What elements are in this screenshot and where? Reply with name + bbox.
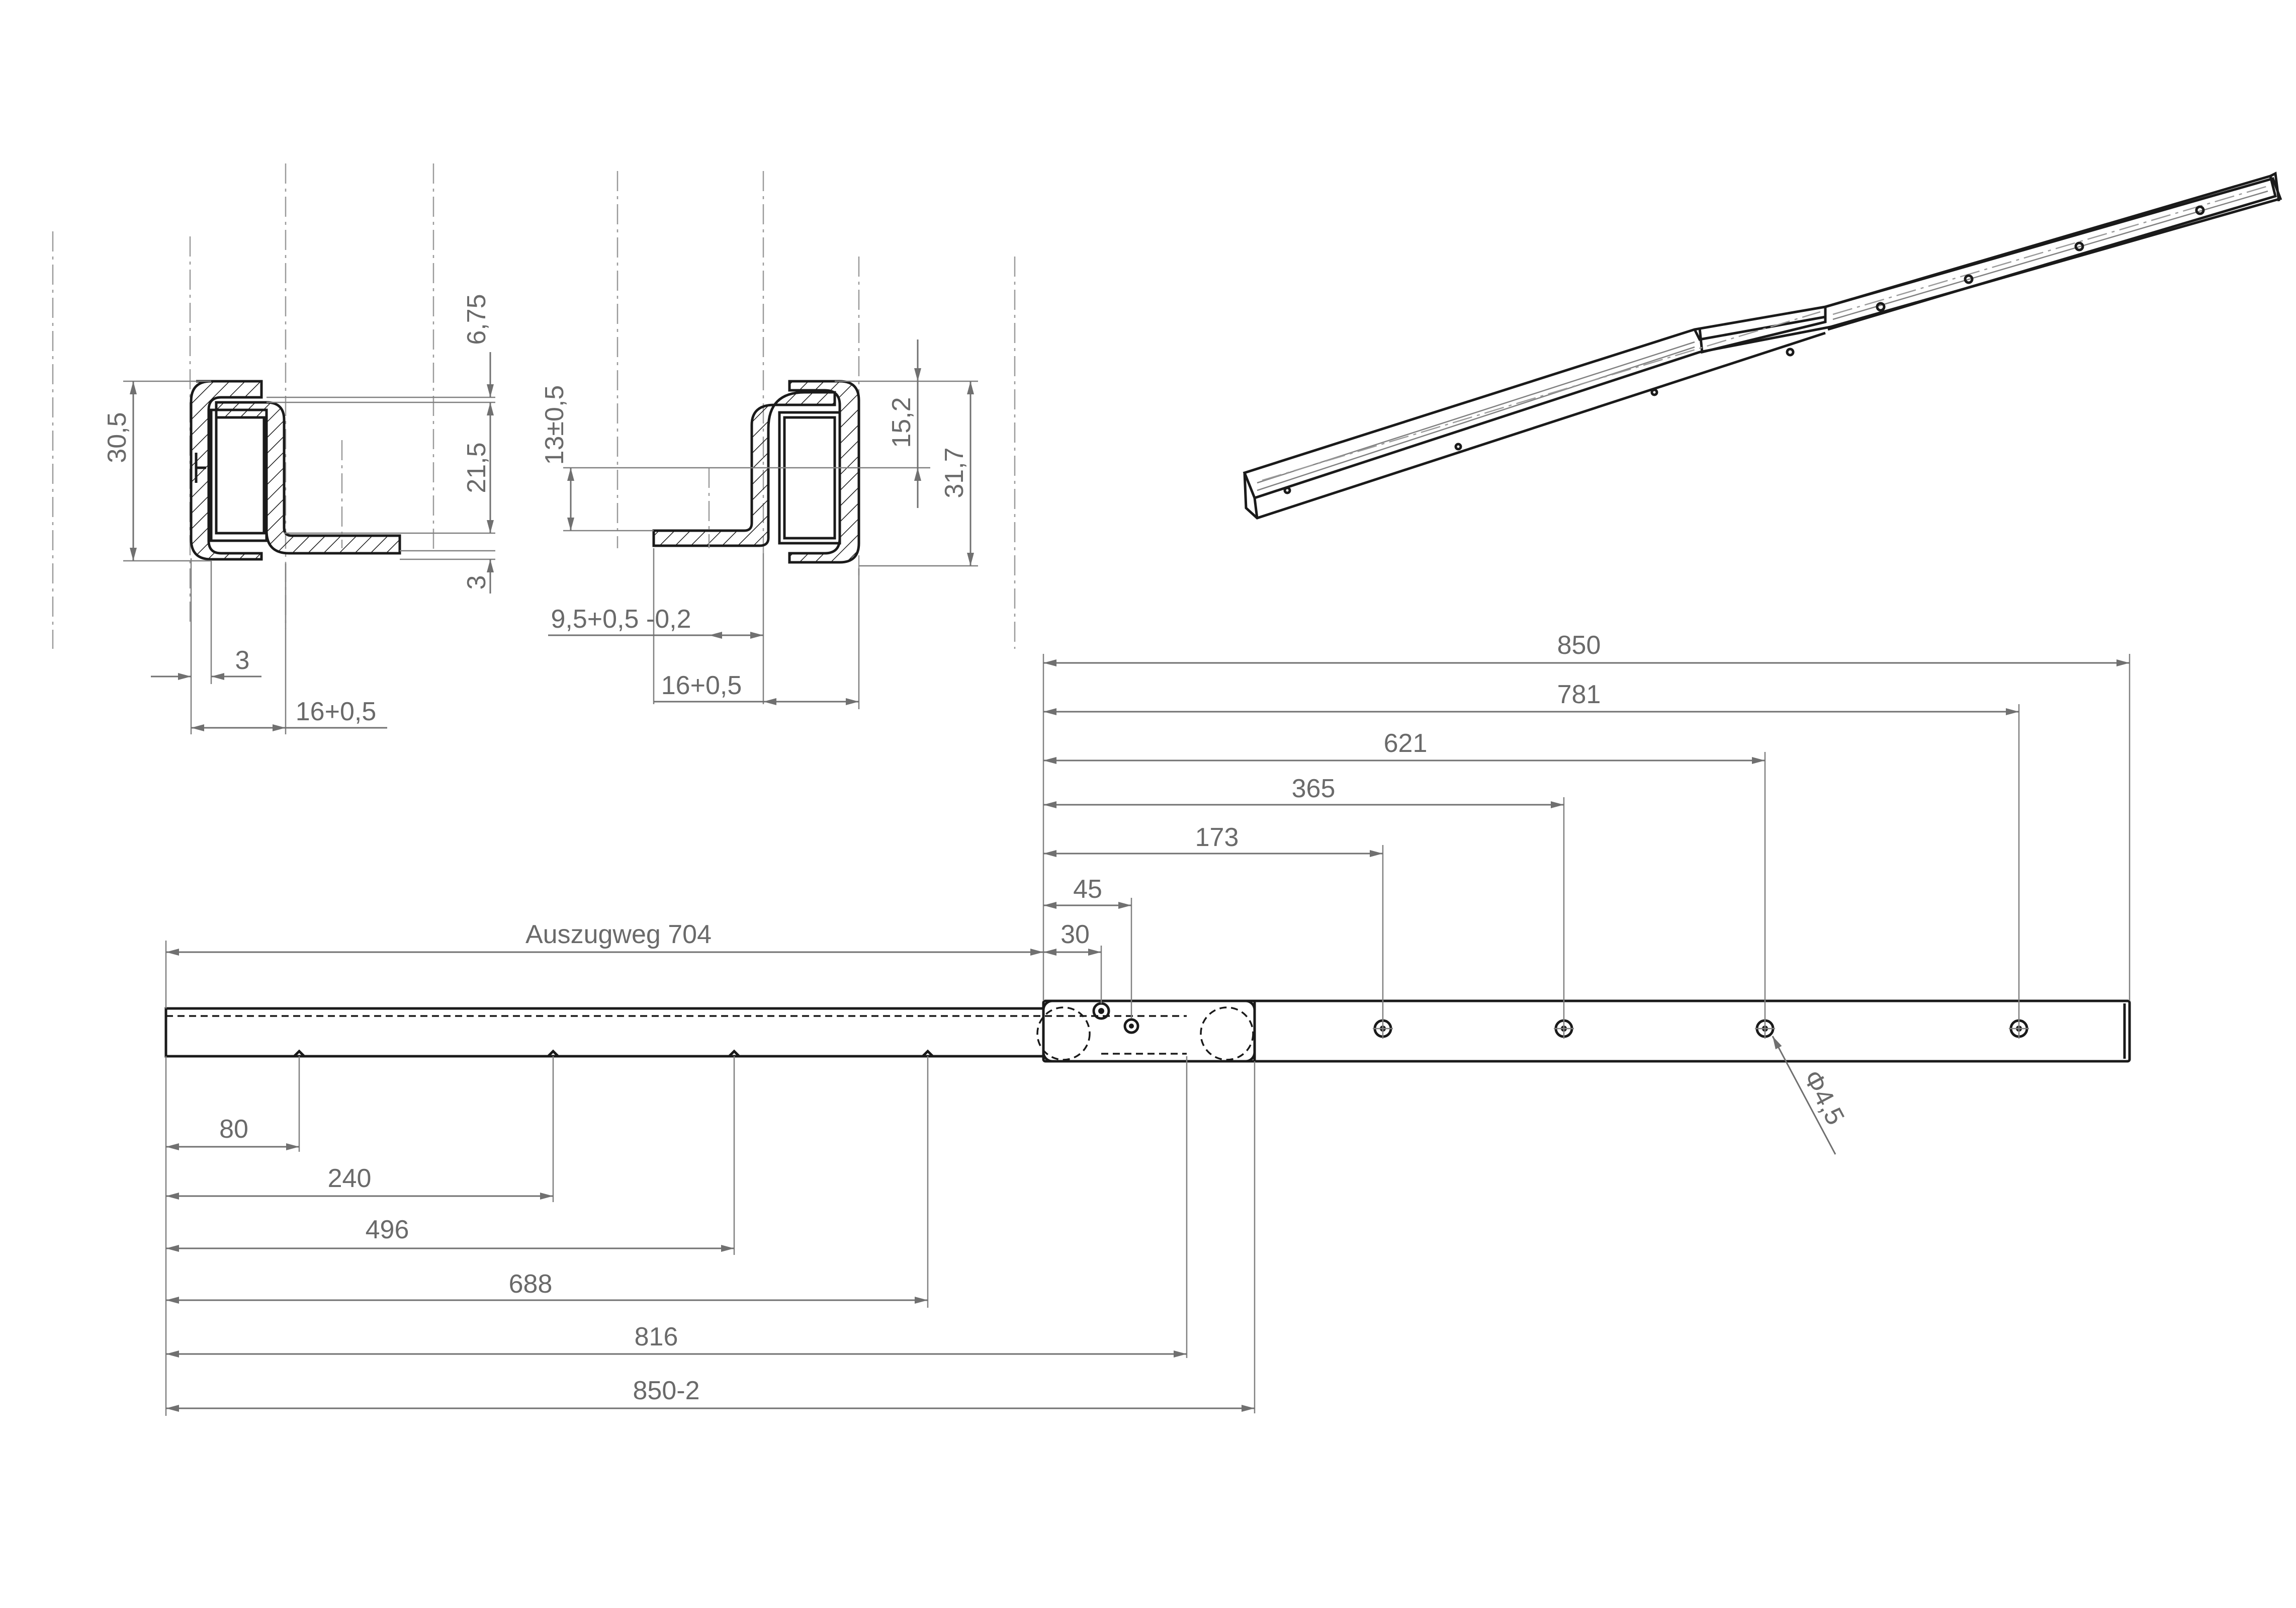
dim-173: 173 bbox=[1195, 823, 1239, 852]
dim-365: 365 bbox=[1292, 774, 1336, 803]
dim-21-5: 21,5 bbox=[462, 442, 491, 493]
side-view: 850 781 621 365 173 45 30 Auszugweg 704 bbox=[164, 631, 2131, 1416]
dim-850-2: 850-2 bbox=[633, 1376, 700, 1405]
dim-16-right: 16+0,5 bbox=[661, 671, 742, 700]
dim-30-5: 30,5 bbox=[103, 412, 132, 463]
dim-13: 13±0,5 bbox=[540, 385, 569, 465]
dim-9-5: 9,5+0,5 -0,2 bbox=[551, 605, 691, 634]
dim-3-vert: 3 bbox=[462, 575, 491, 590]
cross-section-left: 30,5 6,75 21,5 3 3 16+0,5 bbox=[52, 163, 495, 734]
cross-section-right: 13±0,5 15,2 31,7 9,5+0,5 -0,2 16+0,5 bbox=[540, 171, 1016, 709]
dim-6-75: 6,75 bbox=[462, 294, 491, 345]
dim-45: 45 bbox=[1073, 875, 1102, 904]
dim-auszugweg: Auszugweg 704 bbox=[525, 920, 712, 949]
dim-688: 688 bbox=[509, 1270, 553, 1299]
dim-240: 240 bbox=[328, 1164, 372, 1193]
dim-850: 850 bbox=[1557, 631, 1601, 660]
bottom-dimension-group: 80 240 496 688 816 850-2 bbox=[165, 1056, 1256, 1416]
dim-80: 80 bbox=[219, 1115, 248, 1144]
dim-621: 621 bbox=[1384, 729, 1428, 758]
dim-816: 816 bbox=[635, 1322, 678, 1351]
dim-781: 781 bbox=[1557, 680, 1601, 709]
dim-3-horiz: 3 bbox=[235, 646, 250, 675]
dim-496: 496 bbox=[366, 1215, 409, 1244]
dim-15-2: 15,2 bbox=[887, 397, 916, 448]
hole-diameter-callout: Φ4,5 bbox=[1772, 1036, 1850, 1155]
dim-16-left: 16+0,5 bbox=[296, 697, 377, 726]
drawer-slide-rail-3d-icon bbox=[1243, 172, 2282, 520]
dim-30: 30 bbox=[1061, 920, 1090, 949]
dim-31-7: 31,7 bbox=[940, 447, 969, 498]
top-dimension-group: 850 781 621 365 173 45 30 Auszugweg 704 bbox=[165, 631, 2131, 1021]
